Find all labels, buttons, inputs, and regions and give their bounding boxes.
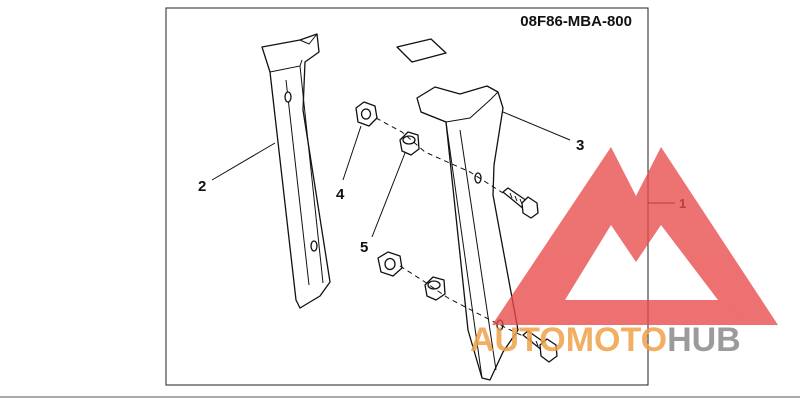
callout-3: 3: [576, 137, 584, 154]
assembly-axis-lower: [399, 265, 524, 337]
bracket-right-part: [416, 85, 519, 381]
bolt-upper-part: [502, 187, 539, 219]
callout-5: 5: [360, 239, 368, 256]
nut-lower-part: [377, 251, 403, 277]
collar-lower-part: [424, 276, 446, 301]
watermark-logo-mark: [492, 147, 778, 325]
bracket-left-part: [261, 33, 331, 309]
part-number-label: 08F86-MBA-800: [520, 13, 632, 30]
callout-leader-5: [371, 152, 406, 238]
callout-leader-4: [342, 125, 362, 181]
assembly-axis-upper: [375, 117, 504, 194]
decal-label-part: [396, 38, 447, 63]
callout-leader-3: [502, 111, 571, 141]
watermark-word-hub: HUB: [667, 321, 741, 359]
watermark-wordmark: AUTOMOTOHUB: [470, 321, 741, 359]
bolt-lower-part: [522, 330, 558, 363]
callout-4: 4: [336, 186, 345, 203]
collar-upper-part: [399, 131, 420, 156]
nut-upper-part: [355, 101, 378, 127]
callout-2: 2: [198, 178, 206, 195]
watermark-word-automoto: AUTOMOTO: [470, 321, 667, 359]
callout-leader-2: [211, 142, 276, 181]
